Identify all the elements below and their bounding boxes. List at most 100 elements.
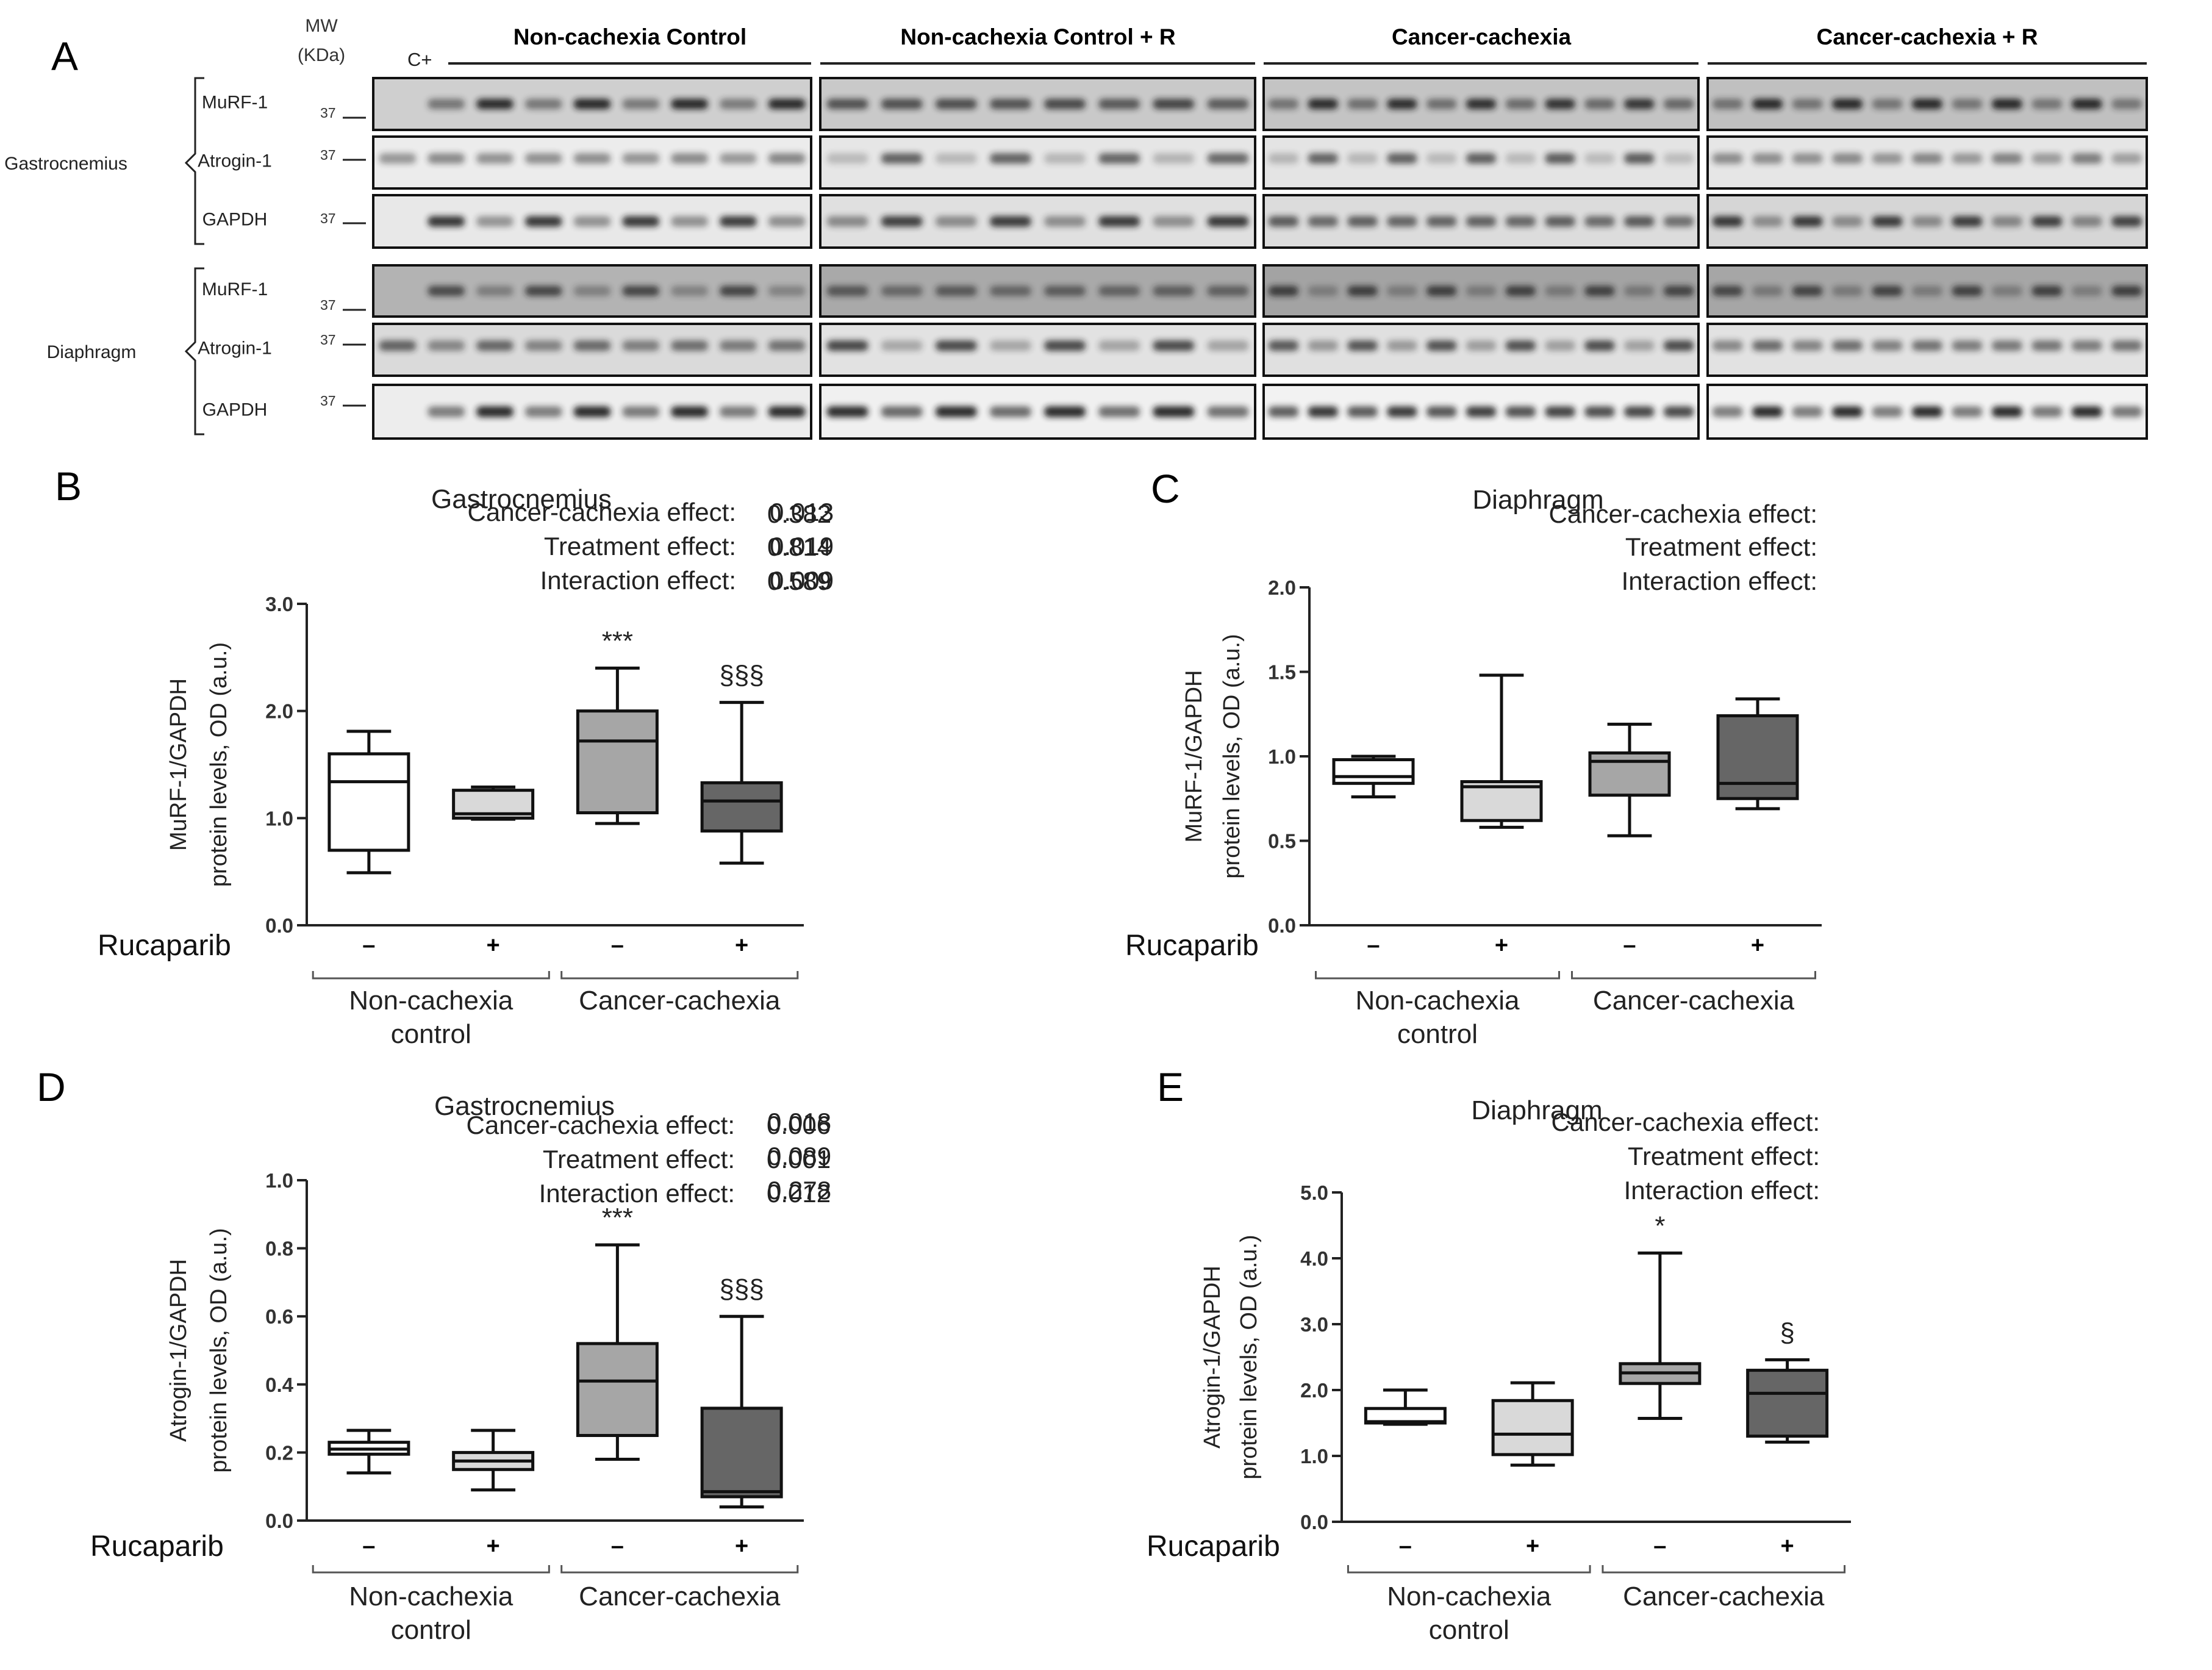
chart-title: Gastrocnemius (431, 484, 612, 514)
blot-band (720, 99, 757, 109)
y-axis-label: protein levels, OD (a.u.) (206, 1228, 232, 1472)
blot-band (935, 153, 977, 164)
effect-label: Cancer-cachexia effect: (467, 1111, 735, 1139)
blot-band (1044, 340, 1086, 351)
blot-band (1545, 216, 1575, 227)
blot-band (524, 285, 562, 296)
blot-band (1207, 406, 1249, 417)
blot-band (1466, 340, 1497, 351)
panel-letter: E (1157, 1064, 1184, 1109)
blot-band (428, 406, 465, 417)
blot-band (1752, 153, 1783, 164)
blot-band (1505, 285, 1536, 296)
blot-band (2111, 99, 2142, 109)
blot-band (1663, 406, 1694, 417)
blot-band (1545, 406, 1575, 417)
blot-band (990, 340, 1031, 351)
box-iqr (576, 1342, 659, 1438)
blot-band (720, 340, 757, 351)
blot-band (1207, 216, 1249, 227)
y-tick-label: 3.0 (1300, 1313, 1328, 1336)
blot-band (990, 153, 1031, 164)
y-tick-label: 0.0 (1268, 914, 1296, 937)
protein-label: MuRF-1 (202, 92, 268, 112)
box-iqr (1716, 714, 1799, 800)
blot-band (1952, 99, 1983, 109)
blot-band (2031, 406, 2063, 417)
blot-band (1712, 99, 1743, 109)
blot-band (1752, 340, 1783, 351)
blot-band (768, 99, 806, 109)
effect-label: Cancer-cachexia effect: (468, 498, 736, 526)
group-label: control (1397, 1019, 1478, 1049)
blot-band (1992, 153, 2022, 164)
blot-band (826, 285, 868, 296)
tissue-label: Gastrocnemius (4, 154, 127, 174)
blot-band (524, 340, 562, 351)
y-tick-label: 2.0 (1300, 1379, 1328, 1402)
blot-band (1153, 340, 1195, 351)
blot-band (671, 99, 708, 109)
box-iqr (576, 709, 659, 815)
blot-band (1098, 340, 1140, 351)
effect-value: 0.018 (767, 1108, 831, 1136)
blot-band (1792, 99, 1823, 109)
blot-band (1426, 153, 1457, 164)
blot-band (1387, 153, 1417, 164)
protein-label: Atrogin-1 (198, 151, 272, 171)
blot-band (1952, 285, 1983, 296)
blot-band (1387, 99, 1417, 109)
group-label: control (391, 1019, 471, 1049)
blot-band (2031, 99, 2063, 109)
y-tick-label: 0.6 (265, 1305, 293, 1328)
rucaparib-sign: – (611, 933, 624, 958)
blot-band (1792, 340, 1823, 351)
group-label: Cancer-cachexia (1623, 1582, 1825, 1611)
effect-label: Treatment effect: (544, 532, 736, 561)
blot-band (1663, 216, 1694, 227)
blot-band (1268, 216, 1299, 227)
effect-label: Treatment effect: (1625, 532, 1817, 561)
blot-band (428, 216, 465, 227)
blot-band (428, 285, 465, 296)
blot-band (1712, 406, 1743, 417)
blot-band (1912, 99, 1942, 109)
y-axis-label: protein levels, OD (a.u.) (1219, 634, 1245, 878)
rucaparib-label: Rucaparib (1147, 1530, 1280, 1563)
rucaparib-label: Rucaparib (1125, 930, 1259, 962)
protein-label: GAPDH (202, 210, 268, 230)
y-axis-label: protein levels, OD (a.u.) (206, 642, 232, 887)
rucaparib-sign: + (735, 1533, 748, 1559)
effect-label: Interaction effect: (1622, 567, 1817, 595)
blot-band (1752, 99, 1783, 109)
blot-band (671, 216, 708, 227)
rucaparib-sign: – (1399, 1533, 1412, 1559)
rucaparib-sign: – (362, 933, 375, 958)
effect-value: 0.001 (767, 1145, 831, 1174)
blot-band (1347, 99, 1378, 109)
panel-letter: D (37, 1064, 66, 1109)
blot-band (1992, 340, 2022, 351)
y-tick-label: 2.0 (265, 700, 293, 723)
effect-value: 0.589 (767, 567, 831, 595)
blot-band (1207, 99, 1249, 109)
box-iqr (700, 1407, 783, 1499)
blot-band (1872, 216, 1903, 227)
rucaparib-sign: + (487, 1533, 500, 1559)
blot-band (2111, 153, 2142, 164)
blot-band (881, 153, 923, 164)
blot-band (1308, 340, 1338, 351)
blot-band (1268, 340, 1299, 351)
blot-band (1752, 406, 1783, 417)
blot-band (1308, 216, 1338, 227)
blot-band (768, 285, 806, 296)
blot-band (1505, 99, 1536, 109)
blot-band (1044, 153, 1086, 164)
blot-band (1912, 153, 1942, 164)
blot-band (1387, 216, 1417, 227)
blot-band (1752, 216, 1783, 227)
blot-band (622, 216, 660, 227)
group-bracket (1571, 971, 1816, 980)
